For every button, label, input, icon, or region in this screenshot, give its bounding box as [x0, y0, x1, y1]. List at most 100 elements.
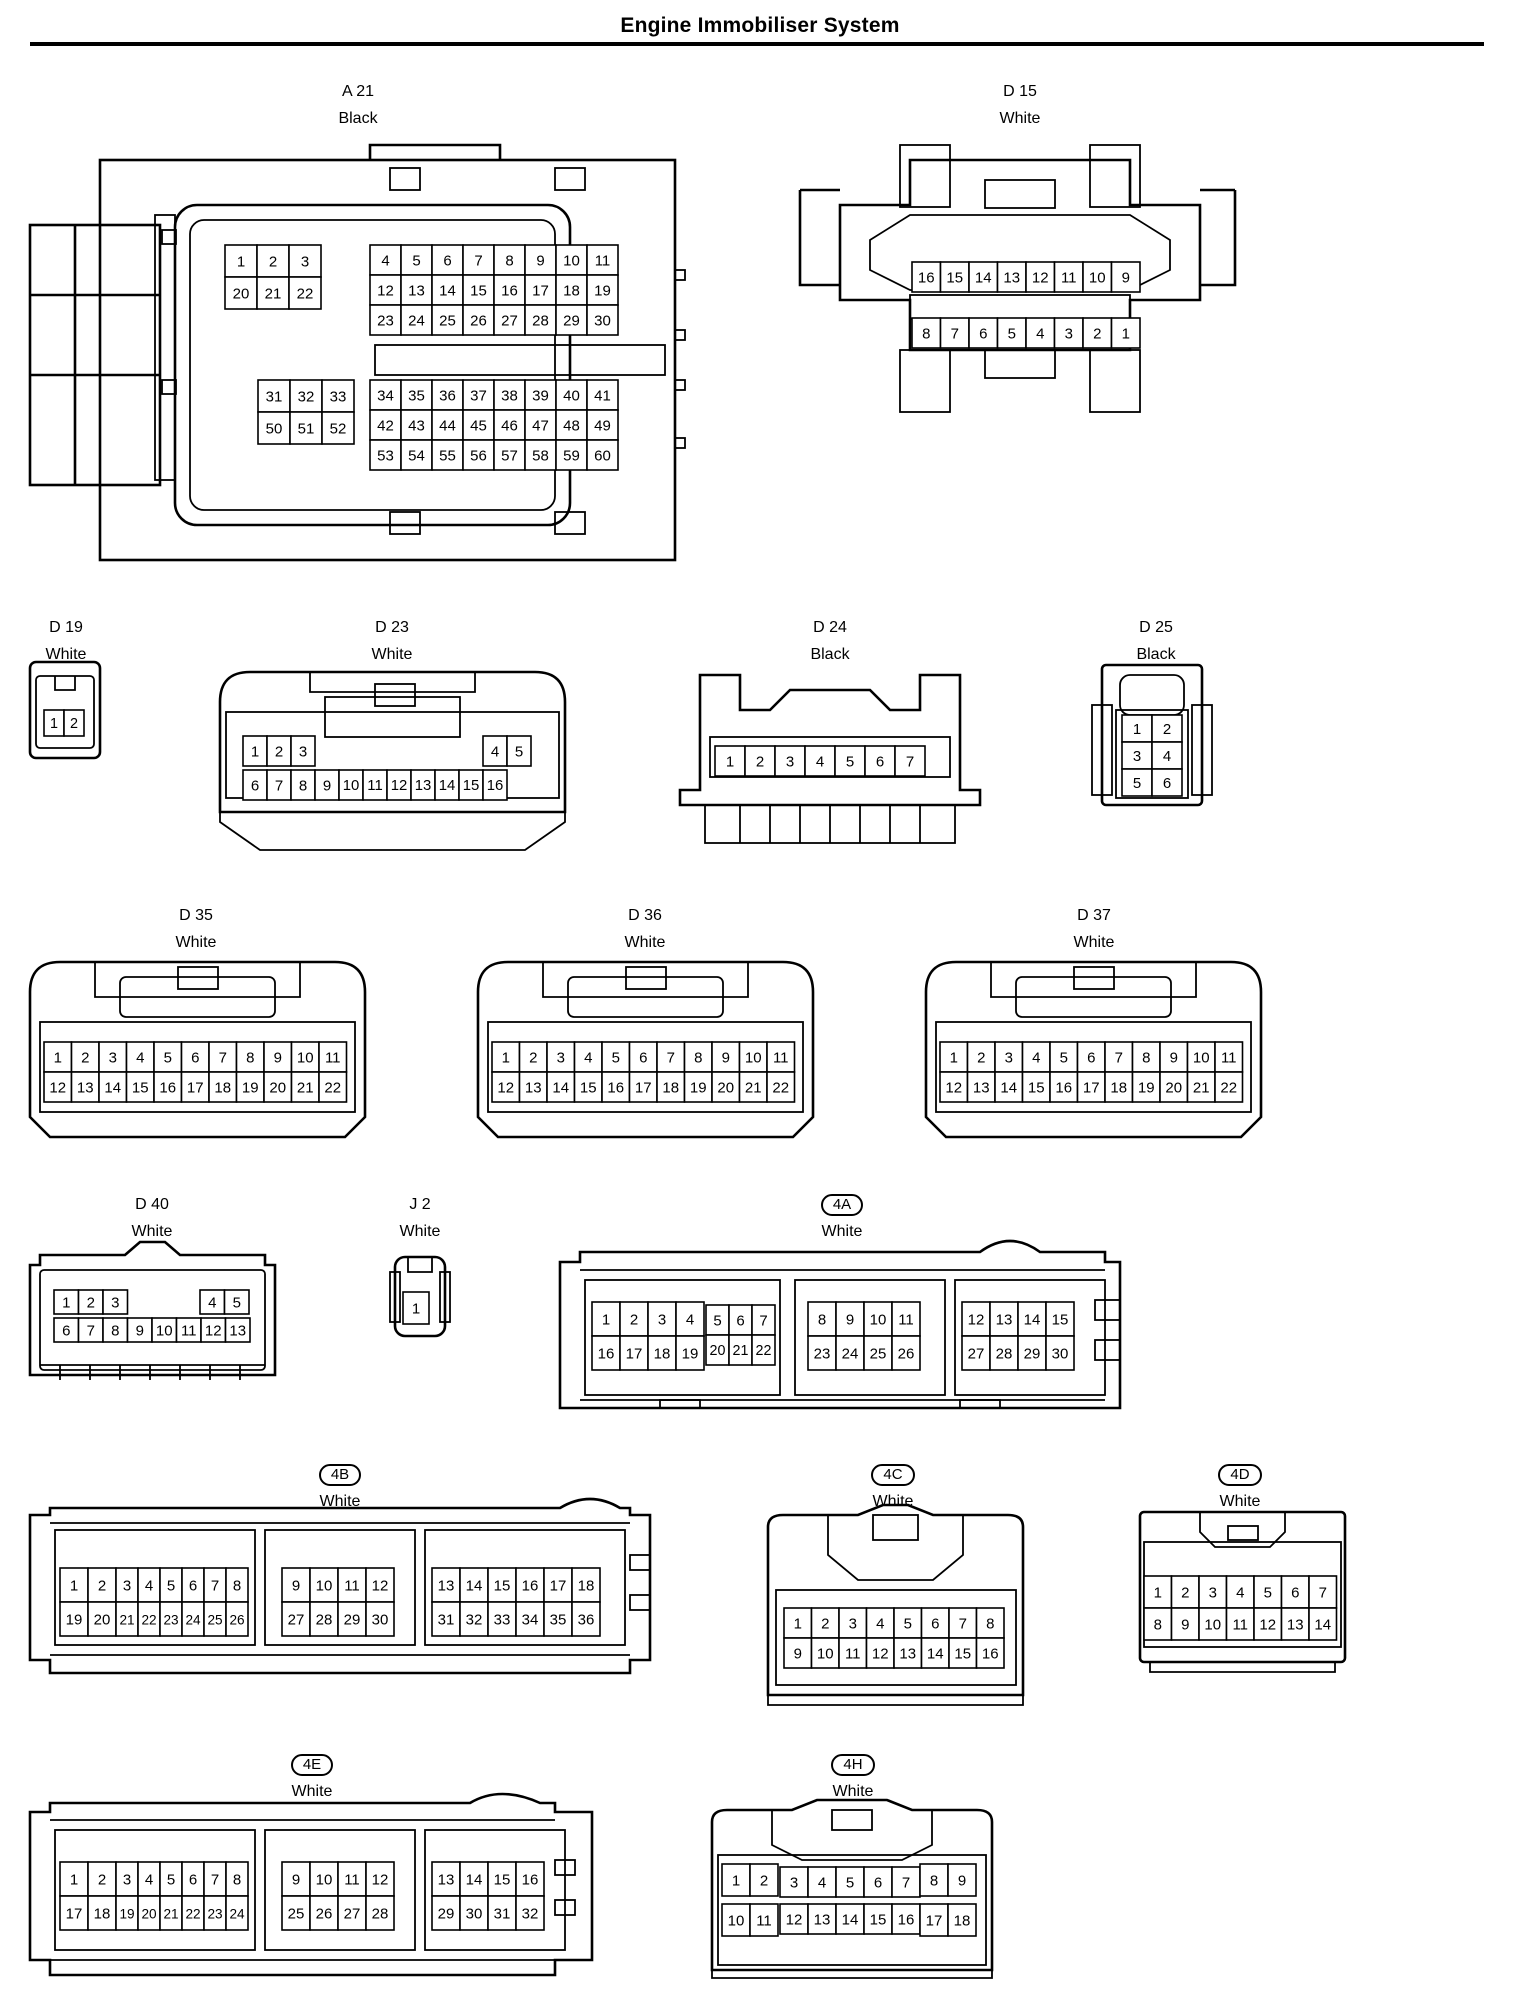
pin-number: 10 — [870, 1312, 887, 1329]
connector-color: White — [319, 1493, 361, 1510]
pin-8: 8 — [975, 1607, 1005, 1639]
pin-4: 4 — [865, 1607, 895, 1639]
connector-code: D 35 — [179, 907, 213, 924]
pin-number: 32 — [466, 1612, 483, 1629]
pin-number: 13 — [438, 1872, 455, 1889]
pin-number: 22 — [141, 1613, 156, 1628]
pin-6: 6 — [53, 1317, 80, 1343]
pin-31: 31 — [257, 379, 291, 413]
pin-number: 17 — [532, 283, 549, 300]
pin-15: 15 — [487, 1567, 517, 1603]
pin-number: 6 — [191, 1050, 199, 1067]
pin-3: 3 — [994, 1041, 1024, 1073]
pin-17: 17 — [59, 1895, 89, 1931]
pin-number: 22 — [772, 1080, 789, 1097]
pin-number: 16 — [522, 1872, 539, 1889]
pin-number: 1 — [62, 1295, 70, 1312]
pin-number: 16 — [487, 778, 504, 794]
pin-2: 2 — [1151, 714, 1183, 743]
pin-number: 9 — [323, 778, 331, 795]
pin-number: 1 — [70, 1578, 78, 1595]
connector-color: White — [131, 1223, 173, 1240]
pin-number: 7 — [87, 1323, 95, 1340]
pin-11: 11 — [766, 1041, 796, 1073]
pin-number: 51 — [298, 421, 315, 438]
pin-2: 2 — [810, 1607, 840, 1639]
pin-8: 8 — [102, 1317, 129, 1343]
pin-5: 5 — [506, 735, 532, 767]
pin-22: 22 — [751, 1334, 776, 1366]
pin-1: 1 — [783, 1607, 813, 1639]
pin-29: 29 — [1017, 1335, 1047, 1371]
pin-1: 1 — [1110, 317, 1141, 349]
pin-1: 1 — [43, 709, 65, 737]
pin-number: 11 — [773, 1050, 789, 1067]
pin-16: 16 — [911, 261, 942, 293]
pin-number: 16 — [918, 270, 935, 287]
pin-number: 13 — [814, 1912, 831, 1929]
pin-6: 6 — [181, 1567, 205, 1603]
pin-number: 58 — [532, 448, 549, 465]
pin-number: 12 — [945, 1080, 962, 1097]
pin-6: 6 — [628, 1041, 658, 1073]
pin-number: 3 — [123, 1578, 131, 1595]
pin-50: 50 — [257, 411, 291, 445]
pin-16: 16 — [515, 1861, 545, 1897]
connector-shell — [558, 1239, 1122, 1410]
pin-27: 27 — [493, 304, 526, 336]
pin-number: 7 — [1115, 1050, 1123, 1067]
pin-21: 21 — [256, 276, 290, 310]
pin-11: 11 — [1214, 1041, 1244, 1073]
pin-23: 23 — [369, 304, 402, 336]
pin-22: 22 — [1214, 1071, 1244, 1103]
pin-38: 38 — [493, 379, 526, 411]
connector-color: White — [399, 1223, 441, 1240]
pin-25: 25 — [281, 1895, 311, 1931]
pin-4: 4 — [137, 1567, 161, 1603]
pin-number: 20 — [233, 286, 250, 303]
pin-number: 28 — [316, 1612, 333, 1629]
pin-3: 3 — [647, 1301, 677, 1337]
pin-number: 49 — [594, 418, 611, 435]
pin-number: 6 — [736, 1313, 744, 1330]
pin-42: 42 — [369, 409, 402, 441]
pin-number: 43 — [408, 418, 425, 435]
pin-number: 2 — [70, 716, 78, 732]
pin-21: 21 — [728, 1334, 753, 1366]
pin-20: 20 — [137, 1895, 161, 1931]
pin-13: 13 — [431, 1861, 461, 1897]
pin-26: 26 — [225, 1601, 249, 1637]
pin-number: 11 — [756, 1913, 772, 1930]
pin-number: 9 — [1181, 1617, 1189, 1634]
pin-number: 24 — [842, 1346, 859, 1363]
pin-number: 31 — [438, 1612, 455, 1629]
pin-number: 15 — [132, 1080, 149, 1097]
pin-number: 14 — [1024, 1312, 1041, 1329]
pin-number: 20 — [717, 1080, 734, 1097]
pin-number: 3 — [849, 1616, 857, 1633]
pin-number: 25 — [870, 1346, 887, 1363]
pin-6: 6 — [920, 1607, 950, 1639]
pin-number: 21 — [265, 286, 282, 303]
connector-shell — [389, 1255, 451, 1338]
pin-number: 45 — [470, 418, 487, 435]
pin-number: 13 — [408, 283, 425, 300]
pin-number: 13 — [438, 1578, 455, 1595]
pin-13: 13 — [893, 1637, 923, 1669]
pin-number: 1 — [726, 754, 734, 771]
pin-21: 21 — [159, 1895, 183, 1931]
pin-number: 17 — [926, 1913, 943, 1930]
pin-12: 12 — [939, 1071, 969, 1103]
pin-number: 24 — [229, 1907, 245, 1922]
pin-6: 6 — [1076, 1041, 1106, 1073]
connector-code: 4E — [290, 1754, 334, 1776]
pin-number: 5 — [412, 253, 420, 270]
pin-39: 39 — [524, 379, 557, 411]
pin-number: 28 — [532, 313, 549, 330]
pin-number: 9 — [292, 1872, 300, 1889]
pin-27: 27 — [961, 1335, 991, 1371]
pin-number: 21 — [745, 1080, 762, 1097]
